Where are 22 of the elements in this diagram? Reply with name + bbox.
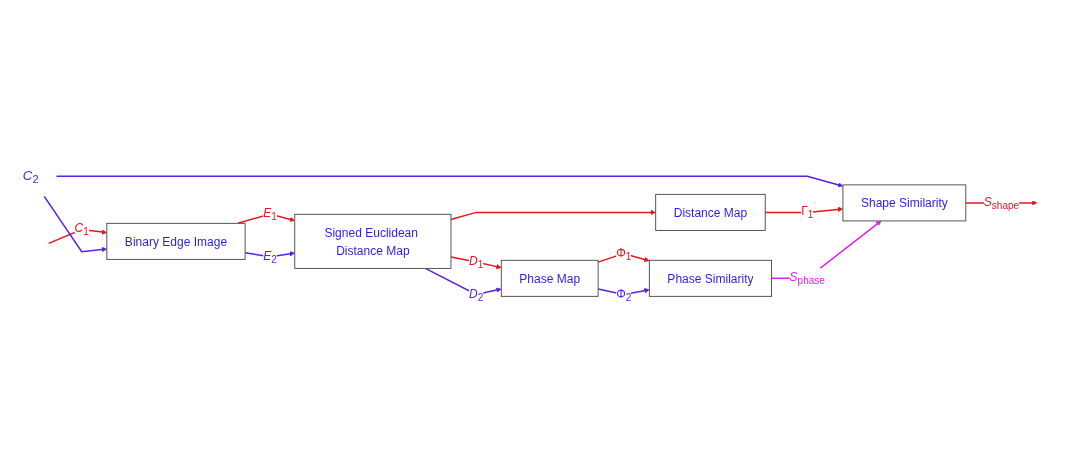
- node-text: C$_{2}$: [22, 167, 39, 186]
- arrow: [764, 206, 844, 214]
- edge-label: Φ$_{1}$: [616, 245, 632, 262]
- arrow: [450, 256, 502, 270]
- edge-label: S$_{phase}$: [789, 270, 825, 287]
- node-box: Shape Similarity: [842, 184, 967, 222]
- arrow: [450, 209, 656, 221]
- edge-label: Γ$_{1}$: [801, 204, 814, 221]
- edge-label: E$_{2}$: [263, 249, 277, 266]
- arrow: [55, 175, 844, 188]
- edge-label: E$_{1}$: [263, 206, 277, 223]
- edge-label: S$_{shape}$: [983, 195, 1020, 212]
- node-box: Binary Edge Image: [106, 222, 246, 260]
- edge-label: C$_{1}$: [74, 221, 89, 238]
- node-box: Phase Map: [500, 259, 599, 297]
- node-box: Signed Euclidean Distance Map: [294, 213, 452, 269]
- node-box: Distance Map: [655, 193, 766, 231]
- edge-label: D$_{2}$: [469, 286, 484, 303]
- edge-label: D$_{1}$: [469, 254, 484, 271]
- node-box: Phase Similarity: [648, 259, 772, 297]
- arrow: [237, 213, 295, 225]
- edge-label: Φ$_{2}$: [616, 286, 632, 303]
